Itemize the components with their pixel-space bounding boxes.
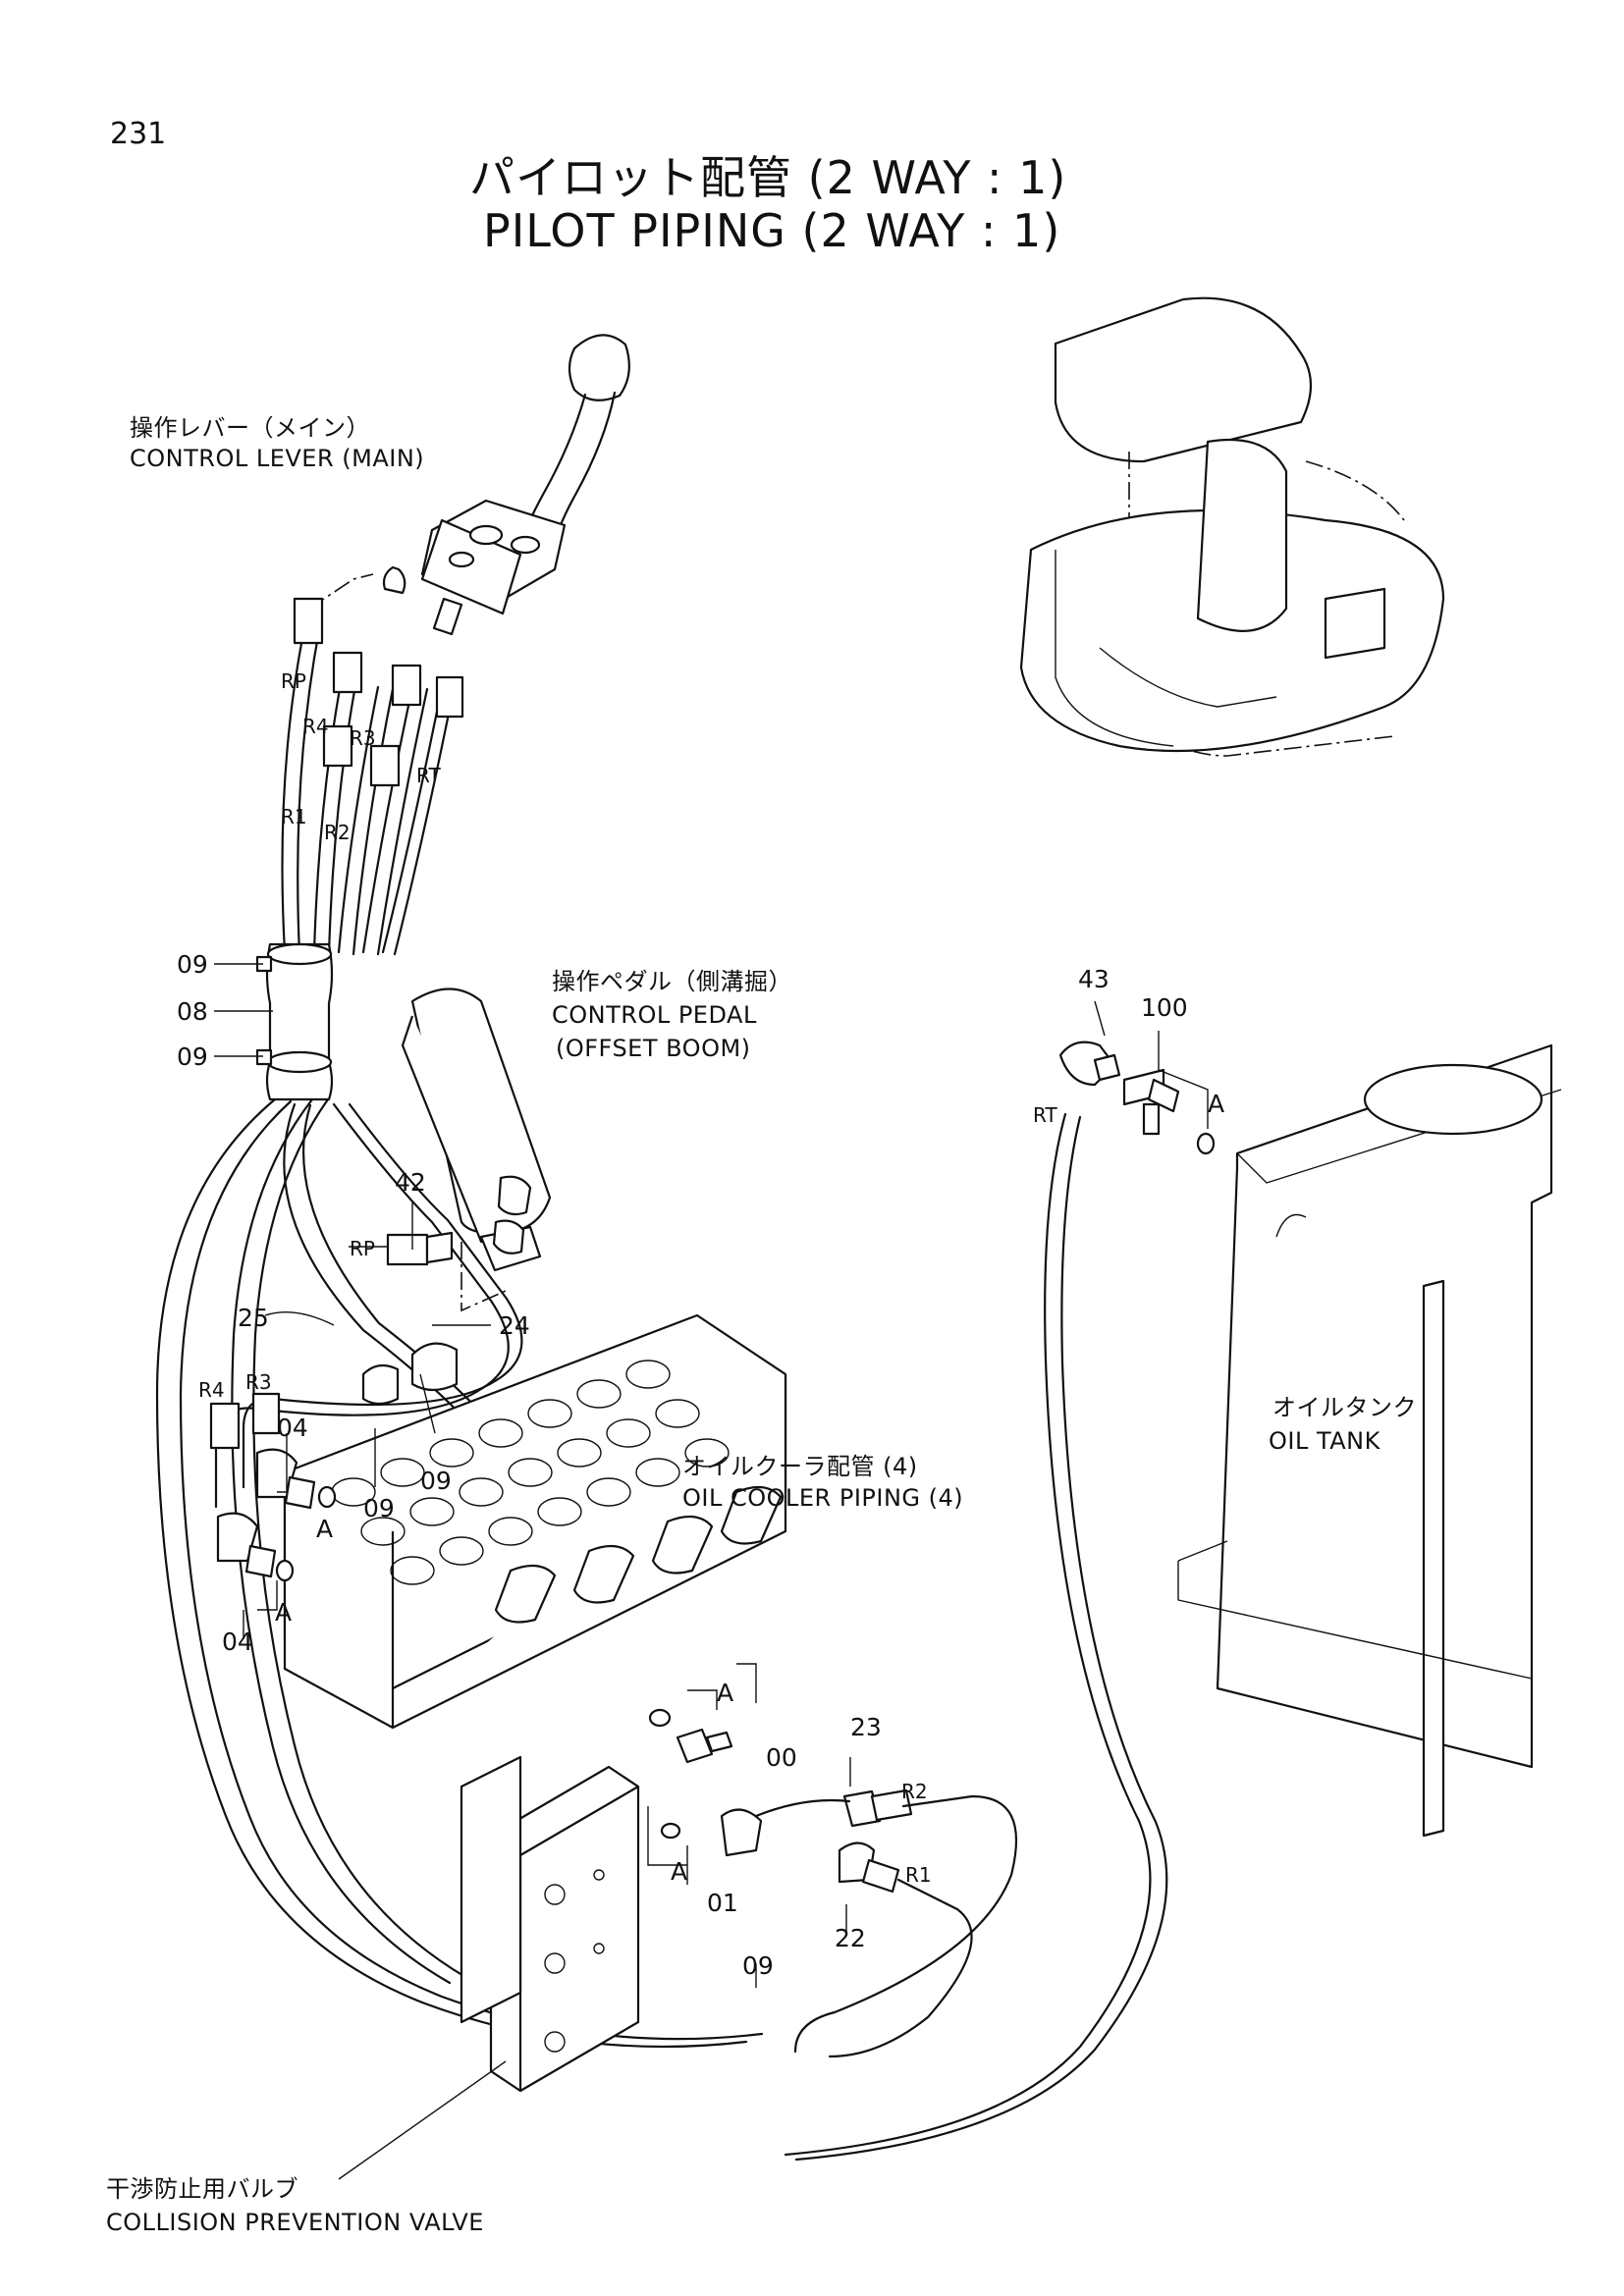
part-number: 01 xyxy=(707,1889,738,1917)
lower-fittings xyxy=(648,1708,1018,2058)
port-label: R3 xyxy=(245,1370,272,1394)
hose-clamp-drawing xyxy=(255,942,334,1101)
part-number: 100 xyxy=(1141,993,1188,1022)
port-label: R1 xyxy=(905,1863,932,1887)
part-number: 25 xyxy=(238,1304,269,1332)
tee-and-elbow-fittings xyxy=(1058,1041,1216,1155)
part-number: 04 xyxy=(277,1414,308,1442)
control-lever-drawing xyxy=(382,334,630,636)
control-pedal-drawing xyxy=(349,988,552,1312)
control-pedal-jp-label: 操作ペダル（側溝掘） xyxy=(552,968,792,995)
control-lever-jp-label: 操作レバー（メイン） xyxy=(130,414,370,442)
port-label: RT xyxy=(416,764,441,787)
part-number: 09 xyxy=(363,1494,395,1522)
part-number: 09 xyxy=(177,1042,208,1071)
part-number: 09 xyxy=(742,1951,774,1980)
part-number: 42 xyxy=(395,1168,426,1197)
port-label: R4 xyxy=(198,1378,225,1402)
collision-valve-en-label: COLLISION PREVENTION VALVE xyxy=(106,2209,484,2236)
detail-mark: A xyxy=(717,1679,734,1707)
part-number: 43 xyxy=(1078,965,1110,993)
control-pedal-en2-label: (OFFSET BOOM) xyxy=(556,1035,751,1062)
page-number: 231 xyxy=(110,117,167,151)
collision-valve-drawing xyxy=(460,1755,640,2093)
leader-lines xyxy=(214,963,1209,2180)
detail-mark: A xyxy=(316,1515,334,1543)
port-label: R2 xyxy=(324,821,351,844)
port-label: RP xyxy=(350,1237,375,1260)
cab-drawing xyxy=(1019,296,1445,757)
upper-fittings xyxy=(209,1342,459,1582)
detail-mark: A xyxy=(275,1598,293,1627)
port-label: R2 xyxy=(901,1780,928,1803)
oil-tank-jp-label: オイルタンク xyxy=(1272,1394,1417,1421)
oil-cooler-en-label: OIL COOLER PIPING (4) xyxy=(682,1484,964,1512)
pilot-hose-bundle xyxy=(281,573,464,956)
title-japanese: パイロット配管 (2 WAY : 1) xyxy=(469,151,1067,204)
port-label: RT xyxy=(1033,1103,1057,1127)
oil-tank-en-label: OIL TANK xyxy=(1269,1427,1380,1455)
port-label: R4 xyxy=(302,715,329,738)
control-lever-en-label: CONTROL LEVER (MAIN) xyxy=(130,445,425,472)
part-number: 08 xyxy=(177,997,208,1026)
collision-valve-jp-label: 干渉防止用バルブ xyxy=(106,2175,298,2203)
part-number: 04 xyxy=(222,1628,253,1656)
oil-tank-drawing xyxy=(1177,1043,1562,1838)
part-number: 24 xyxy=(499,1311,530,1340)
port-label: RP xyxy=(281,669,306,693)
oil-cooler-jp-label: オイルクーラ配管 (4) xyxy=(682,1453,918,1480)
part-number: 09 xyxy=(420,1467,452,1495)
control-valve-drawing xyxy=(283,1313,787,1730)
part-number: 23 xyxy=(850,1713,882,1741)
port-label: R3 xyxy=(350,726,376,750)
title-english: PILOT PIPING (2 WAY : 1) xyxy=(483,204,1061,257)
part-number: 22 xyxy=(835,1924,866,1952)
port-label: R1 xyxy=(281,805,307,828)
detail-mark: A xyxy=(1208,1090,1225,1118)
control-pedal-en-label: CONTROL PEDAL xyxy=(552,1001,757,1029)
detail-mark: A xyxy=(671,1857,688,1886)
part-number: 09 xyxy=(177,950,208,979)
part-number: 00 xyxy=(766,1743,797,1772)
